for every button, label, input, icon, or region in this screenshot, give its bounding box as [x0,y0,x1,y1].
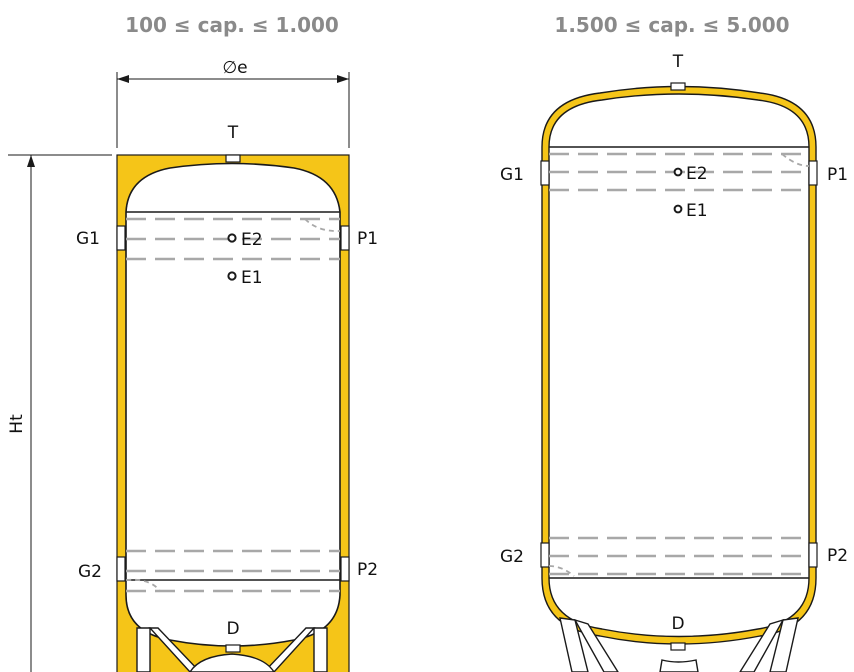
right-tank-title: 1.500 ≤ cap. ≤ 5.000 [554,13,789,37]
e2-sensor [227,233,237,243]
right-label-g1: G1 [500,165,524,185]
left-label-g2: G2 [78,562,102,582]
right-e1-sensor [673,204,683,214]
right-p2-fitting [808,542,818,568]
right-label-p1: P1 [827,165,848,185]
right-label-e2: E2 [686,164,708,184]
right-top-fitting [670,82,686,91]
right-label-e1: E1 [686,201,708,221]
drain-fitting [225,644,241,653]
left-label-d: D [226,619,239,639]
right-lower-coil [548,536,809,577]
height-label: Ht [7,414,27,434]
right-label-t: T [672,52,684,72]
right-g2-fitting [540,542,550,568]
height-dimension: Ht [7,154,112,672]
lower-coil [125,549,340,593]
left-label-g1: G1 [76,229,100,249]
left-tank: 100 ≤ cap. ≤ 1.000 ∅e Ht [7,13,378,672]
right-label-d: D [671,614,684,634]
left-label-p2: P2 [357,560,378,580]
diameter-label: ∅e [222,58,247,78]
right-p1-fitting [808,160,818,186]
e1-sensor [227,271,237,281]
g2-fitting [116,556,126,582]
p1-fitting [340,225,350,251]
right-tank: 1.500 ≤ cap. ≤ 5.000 [500,13,848,672]
right-drain-fitting [670,642,686,651]
right-label-p2: P2 [827,546,848,566]
diameter-dimension: ∅e [116,58,350,148]
g1-fitting [116,225,126,251]
right-g1-fitting [540,160,550,186]
right-tank-legs [559,617,799,672]
left-label-p1: P1 [357,229,378,249]
left-label-t: T [227,123,239,143]
left-tank-legs [136,627,328,672]
right-e2-sensor [673,167,683,177]
p2-fitting [340,556,350,582]
right-label-g2: G2 [500,547,524,567]
left-tank-title: 100 ≤ cap. ≤ 1.000 [125,13,339,37]
left-label-e2: E2 [241,230,263,250]
left-label-e1: E1 [241,268,263,288]
top-fitting [225,154,241,163]
